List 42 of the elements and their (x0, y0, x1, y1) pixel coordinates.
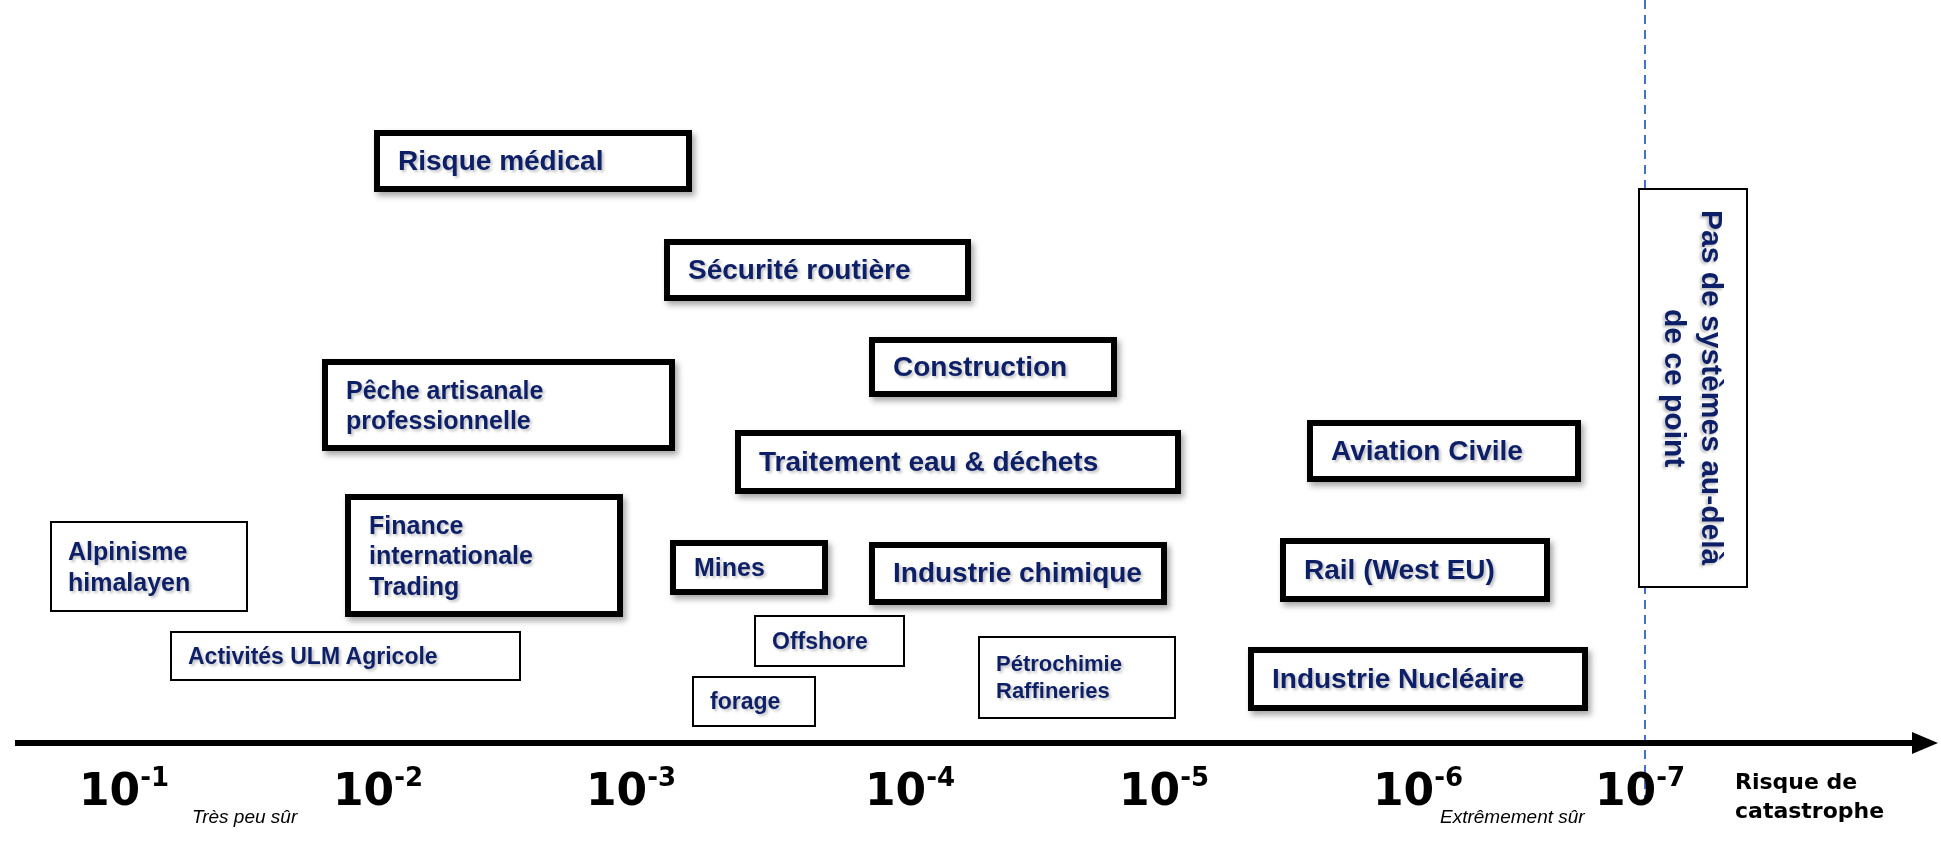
category-label: Offshore (772, 626, 868, 655)
category-box (670, 540, 828, 595)
category-box (374, 130, 692, 192)
tick-label: 10$^{-2}$ (332, 762, 424, 815)
category-box (345, 494, 623, 617)
category-label: Activités ULM Agricole (188, 641, 438, 670)
category-box (50, 521, 248, 612)
category-label: Construction (893, 349, 1068, 384)
category-label: Finance internationale Trading (369, 509, 534, 602)
category-label: Mines (694, 552, 765, 583)
category-box (978, 636, 1176, 719)
category-box (1307, 420, 1581, 482)
scale-note: Très peu sûr (192, 806, 298, 828)
category-label: Pas de systèmes au-delà de ce point (1658, 209, 1730, 568)
category-label: forage (710, 687, 781, 716)
category-label: Alpinisme himalayen (68, 536, 192, 597)
tick-label: 10$^{-1}$ (78, 762, 170, 815)
category-label: Pétrochimie Raffineries (996, 650, 1123, 705)
category-label: Industrie Nucléaire (1272, 661, 1525, 696)
tick-label: 10$^{-3}$ (585, 762, 677, 815)
category-label: Risque médical (398, 143, 604, 178)
category-box (1248, 647, 1588, 711)
category-box (170, 631, 521, 681)
category-box (322, 359, 675, 451)
category-label: Industrie chimique (893, 556, 1142, 591)
axis-title: Risque de catastrophe (1735, 768, 1886, 825)
category-box (735, 430, 1181, 494)
category-box (754, 615, 905, 667)
tick-label: 10$^{-7}$ (1594, 762, 1686, 815)
category-box (692, 676, 816, 727)
category-label: Aviation Civile (1331, 433, 1523, 468)
category-label: Pêche artisanale professionnelle (346, 374, 545, 436)
category-label: Traitement eau & déchets (759, 444, 1099, 479)
category-label: Rail (West EU) (1304, 552, 1495, 587)
tick-label: 10$^{-4}$ (864, 762, 956, 815)
category-label: Sécurité routière (688, 252, 911, 287)
category-box (1280, 538, 1550, 602)
category-box (869, 337, 1117, 397)
category-box (664, 239, 971, 301)
tick-label: 10$^{-5}$ (1118, 762, 1210, 815)
note-box (1638, 188, 1748, 588)
category-box (869, 542, 1167, 605)
